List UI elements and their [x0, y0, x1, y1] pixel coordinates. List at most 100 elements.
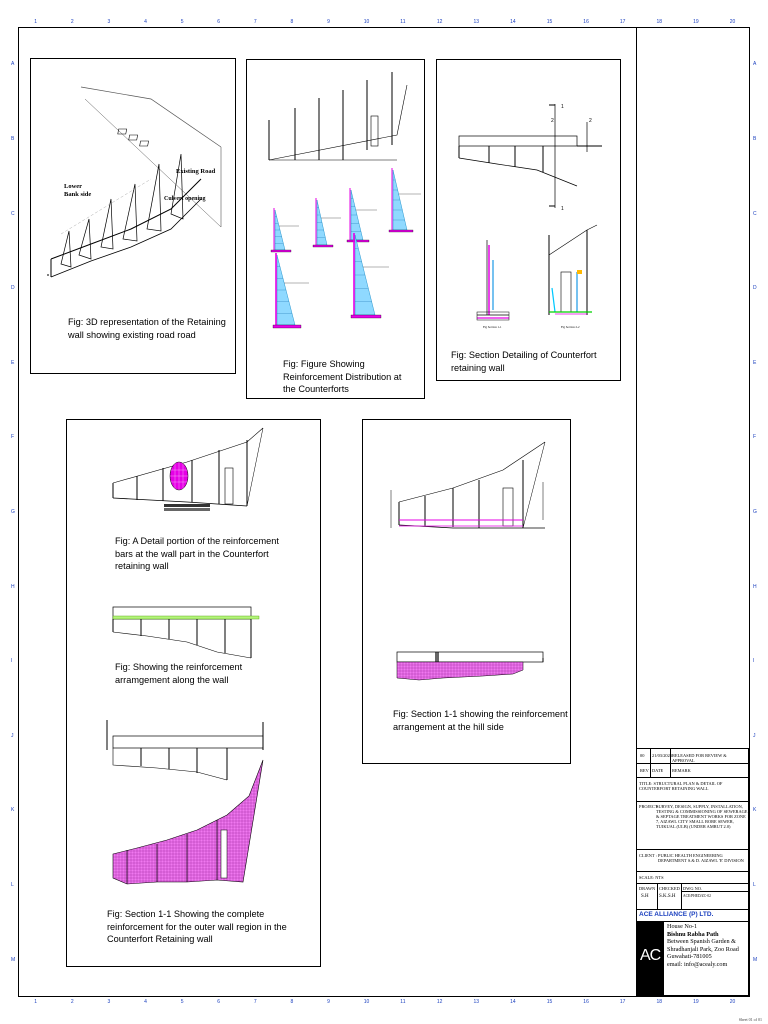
- label-lower: Lower: [64, 183, 82, 190]
- title-label: TITLE:: [639, 781, 653, 786]
- section-mark-2-right: 2: [589, 118, 592, 124]
- revision-row: 00 21/03/2023 RELEASED FOR REVIEW & APPR…: [637, 749, 750, 764]
- caption-fig-hill-side: Fig: Section 1-1 showing the reinforceme…: [393, 709, 568, 732]
- drawn-row: DRAWN S.H CHECKED S.K.S.H DWG NO. ACE/PH…: [637, 883, 750, 910]
- ruler-number: 8: [290, 19, 294, 25]
- ruler-number: 8: [290, 999, 294, 1005]
- dwg-value: ACE/PHED/ZC-02: [683, 894, 711, 898]
- ruler-letter: L: [753, 882, 756, 889]
- rev-header: REV: [640, 768, 649, 773]
- ruler-letter: L: [11, 882, 14, 889]
- ruler-letter: A: [11, 61, 15, 68]
- ruler-number: 19: [693, 999, 699, 1005]
- client-value: PUBLIC HEALTH ENGINEERING DEPARTMENT S.&…: [658, 853, 744, 863]
- ruler-number: 7: [253, 19, 257, 25]
- scale-row: SCALE: NTS: [637, 871, 750, 884]
- ruler-number: 9: [327, 999, 330, 1005]
- section-mark-2-left: 2: [551, 118, 554, 124]
- caption-fig-outer-wall: Fig: Section 1-1 Showing the complete re…: [107, 909, 287, 944]
- ruler-letter: I: [753, 658, 755, 665]
- company-address: House No-1 Bishnu Rabha Path Between Spa…: [667, 923, 749, 969]
- date-header: DATE: [652, 768, 664, 773]
- ruler-number: 13: [473, 19, 480, 25]
- ruler-number: 11: [400, 999, 406, 1005]
- title-block: 00 21/03/2023 RELEASED FOR REVIEW & APPR…: [636, 748, 750, 996]
- ruler-number: 3: [107, 999, 111, 1005]
- ruler-number: 13: [473, 999, 480, 1005]
- ruler-number: 5: [180, 999, 184, 1005]
- counterfort-detail-group: [270, 168, 421, 329]
- address-email: email: info@acealy.com: [667, 960, 728, 968]
- ruler-number: 12: [436, 999, 443, 1005]
- ruler-number: 11: [400, 19, 406, 25]
- ruler-number: 12: [436, 19, 443, 25]
- ruler-letter: H: [753, 583, 757, 590]
- ruler-letter: C: [753, 210, 757, 217]
- scale-value: SCALE: NTS: [639, 875, 664, 880]
- drawn-label: DRAWN: [639, 886, 656, 891]
- ruler-number: 10: [363, 19, 370, 25]
- project-label: PROJECT:: [639, 804, 659, 809]
- caption-fig-detail-portion: Fig: A Detail portion of the reinforceme…: [115, 536, 279, 571]
- ruler-letter: F: [753, 434, 757, 441]
- ruler-number: 18: [656, 999, 663, 1005]
- dwg-label: DWG NO.: [683, 886, 703, 891]
- ruler-number: 1: [34, 19, 38, 25]
- ruler-number: 4: [144, 19, 147, 25]
- panel-fig-wall-reinforcement: Fig: A Detail portion of the reinforceme…: [66, 419, 321, 967]
- revision-header: REV DATE REMARK: [637, 763, 750, 778]
- ruler-number: 17: [619, 999, 626, 1005]
- ruler-number: 16: [583, 999, 589, 1005]
- ruler-number: 10: [363, 999, 370, 1005]
- drawing-3d-wall: Lower Bank side Existing Road Culvert op…: [47, 86, 222, 278]
- svg-text:Fig Section 1-1: Fig Section 1-1: [483, 325, 502, 329]
- ruler-letter: E: [11, 359, 15, 366]
- panel-fig-3d: Lower Bank side Existing Road Culvert op…: [30, 58, 236, 374]
- address-between: Between Spanish Garden & Shradhanjali Pa…: [667, 938, 739, 953]
- checked-label: CHECKED: [659, 886, 680, 891]
- ruler-letter: M: [11, 956, 16, 963]
- ruler-number: 2: [70, 19, 74, 25]
- sheet-border: [18, 27, 750, 997]
- panel-fig-hill-side: Fig: Section 1-1 showing the reinforceme…: [362, 419, 571, 764]
- client-row: CLIENT : PUBLIC HEALTH ENGINEERING DEPAR…: [637, 849, 750, 872]
- ruler-number: 18: [656, 19, 663, 25]
- ruler-number: 6: [217, 999, 221, 1005]
- ruler-number: 16: [583, 19, 589, 25]
- ruler-letter: K: [11, 807, 15, 814]
- drawn-value: S.H: [641, 894, 649, 899]
- project-row: PROJECT: SURVEY, DESIGN, SUPPLY, INSTALL…: [637, 801, 750, 850]
- address-path: Bishnu Rabha Path: [667, 930, 719, 938]
- company-logo: AC: [637, 921, 664, 996]
- section-mark-1-top: 1: [561, 104, 564, 110]
- ruler-letter: G: [11, 509, 15, 515]
- ruler-number: 7: [253, 999, 257, 1005]
- client-label: CLIENT :: [639, 853, 657, 858]
- company-row: ACE ALLIANCE (P) LTD.: [637, 909, 750, 922]
- ruler-number: 9: [327, 19, 330, 25]
- drawing-wall-reinforcement: [106, 427, 264, 885]
- label-bank-side: Bank side: [64, 191, 91, 198]
- company-name: ACE ALLIANCE (P) LTD.: [639, 911, 714, 918]
- project-value: SURVEY, DESIGN, SUPPLY, INSTALLATION, TE…: [656, 804, 748, 829]
- drawing-counterfort-reinforcement: [268, 72, 421, 329]
- ruler-number: 15: [546, 999, 553, 1005]
- checked-value: S.K.S.H: [659, 894, 676, 899]
- ruler-letter: D: [11, 285, 15, 292]
- label-culvert-opening: Culvert opening: [164, 196, 206, 202]
- ruler-number: 6: [217, 19, 221, 25]
- ruler-number: 17: [619, 19, 626, 25]
- page-ref: Sheet 01 of 01: [738, 1017, 762, 1022]
- ruler-letter: A: [753, 61, 757, 68]
- ruler-letter: F: [11, 434, 15, 441]
- ruler-number: 19: [693, 19, 699, 25]
- panel-fig-section-detail: 1 1 2 2 Fig Section 1-1 Fig Section 2-2 …: [436, 59, 621, 381]
- ruler-number: 14: [510, 999, 516, 1005]
- ruler-letter: C: [11, 210, 15, 217]
- ruler-letter: G: [753, 509, 757, 515]
- drawing-hill-side: [390, 441, 546, 681]
- panel-fig-counterfort-reinforcement: Fig: Figure Showing Reinforcement Distri…: [246, 59, 425, 399]
- title-row: TITLE: STRUCTURAL PLAN & DETAIL OF COUNT…: [637, 777, 750, 802]
- ruler-letter: B: [11, 135, 15, 142]
- ruler-number: 20: [729, 999, 736, 1005]
